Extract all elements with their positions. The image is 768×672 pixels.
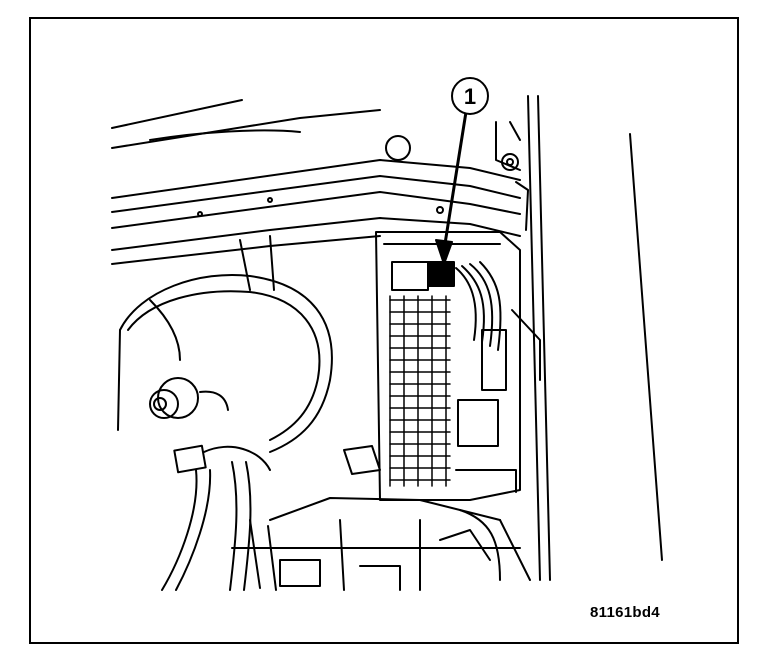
hoses-harness [161,444,531,591]
fuse-array [389,295,451,487]
cowl-panel [111,99,521,265]
callout-1: 1 [451,77,489,115]
callout-1-label: 1 [464,84,476,109]
figure-id: 81161bd4 [590,604,660,621]
brake-booster [117,235,333,453]
callout-leader [435,110,468,265]
fender-pillar [495,95,663,581]
figure-frame [29,17,739,644]
junction-block [343,231,521,501]
